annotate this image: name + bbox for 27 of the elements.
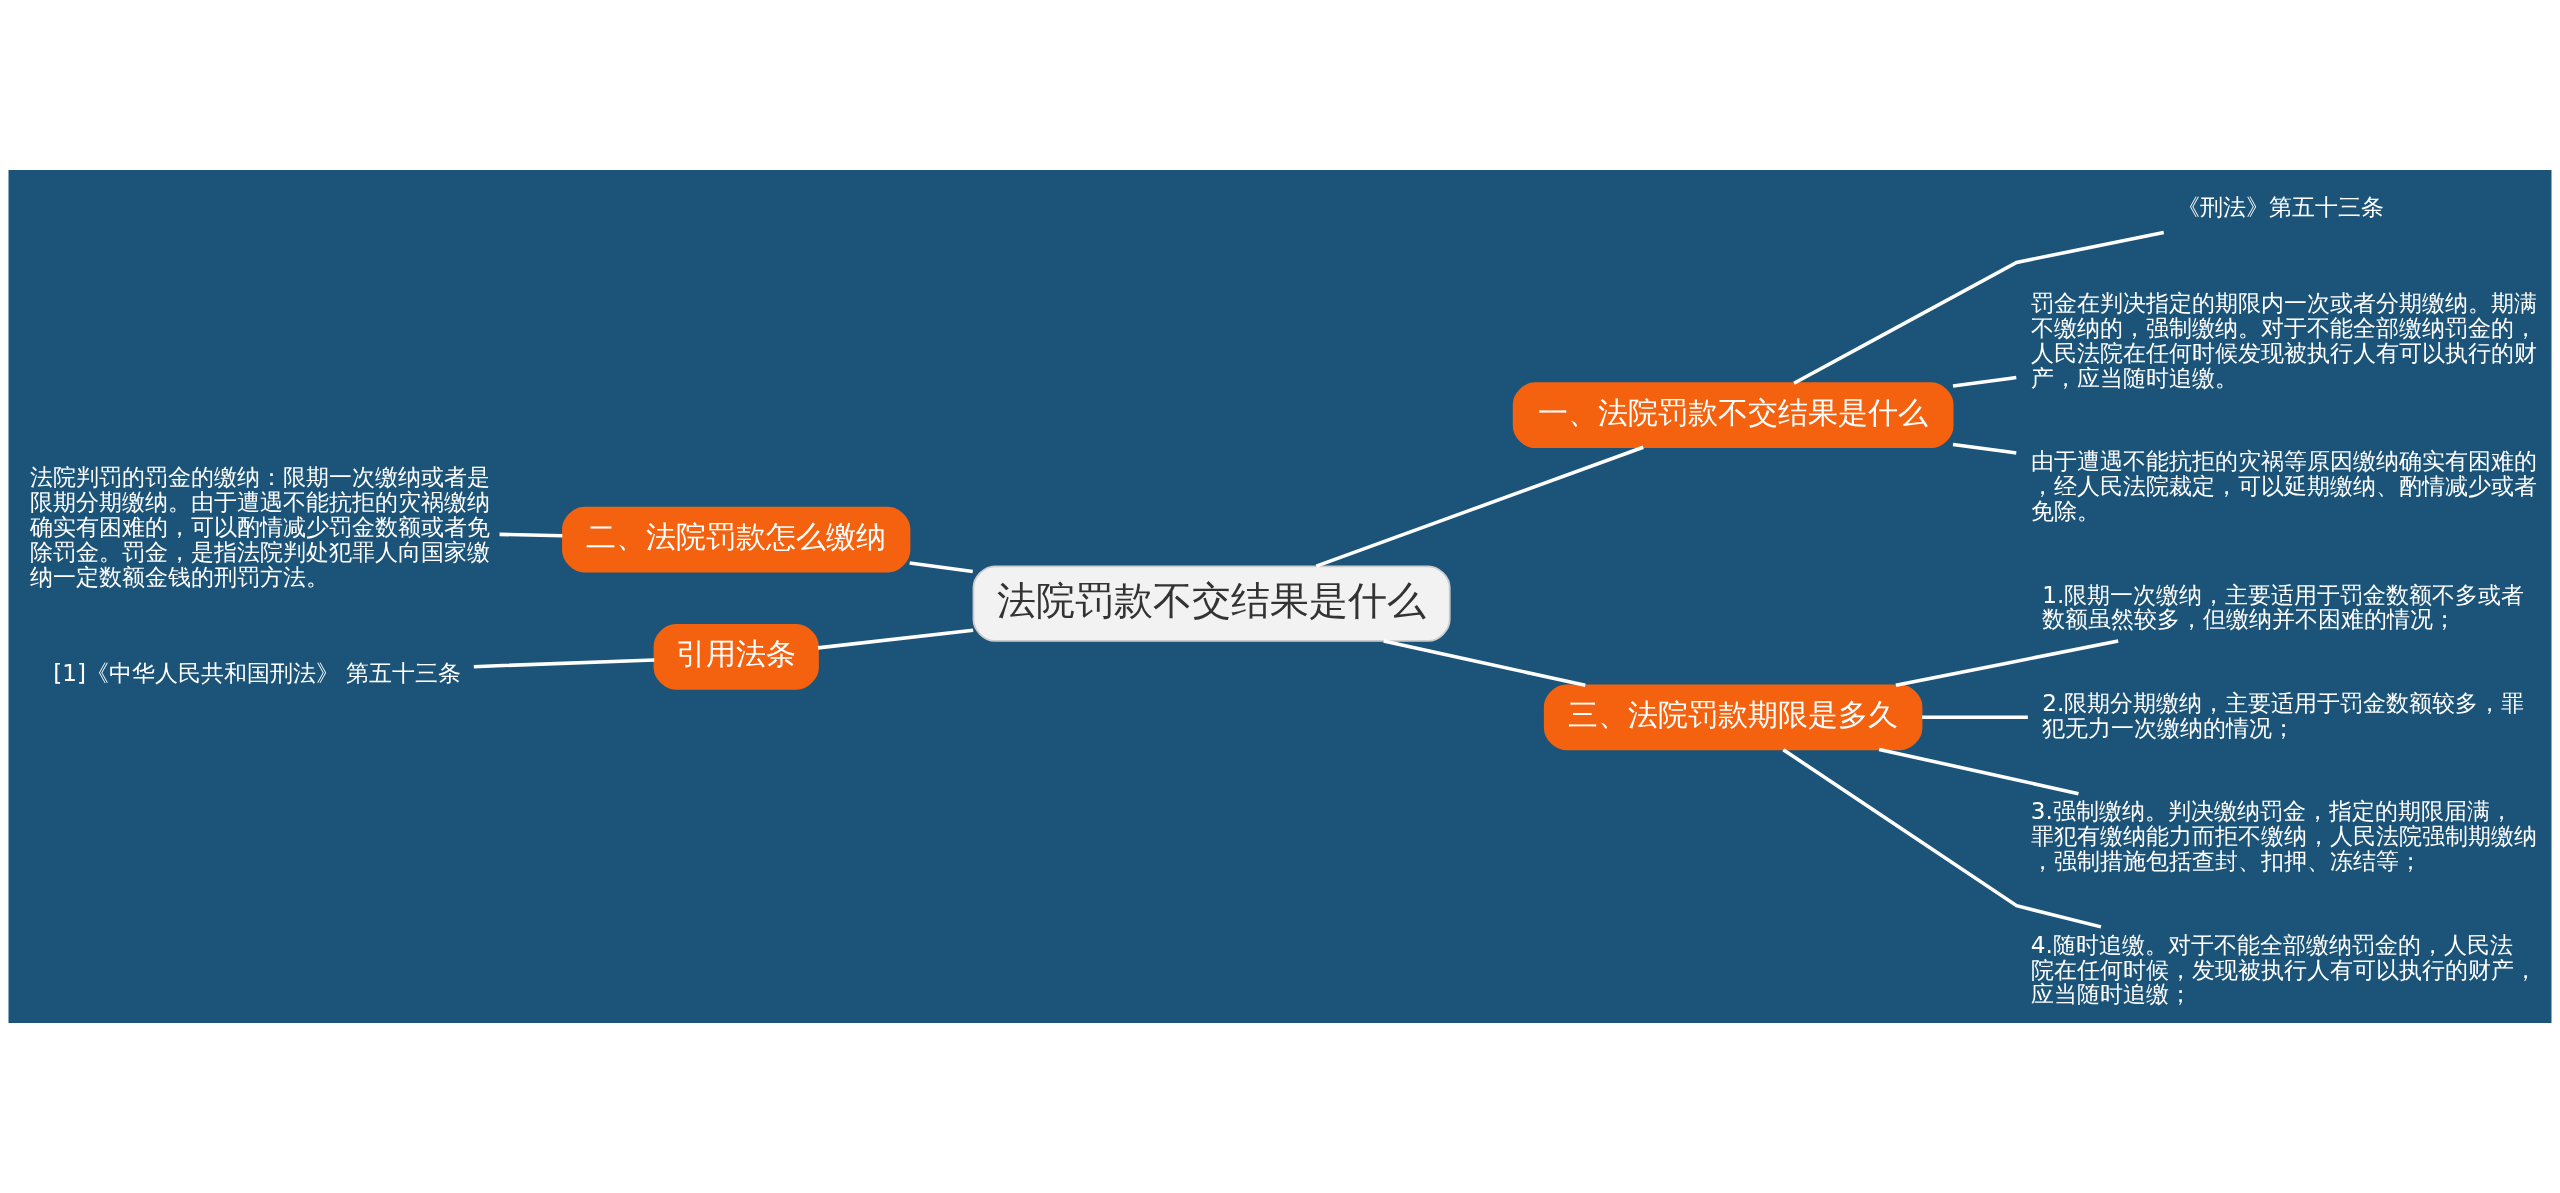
node-text: 由于遭遇不能抗拒的灾祸等原因缴纳确实有困难的，经人民法院裁定，可以延期缴纳、酌情减少或者免除。 bbox=[2030, 448, 2537, 525]
node-box: 引用法条 bbox=[653, 624, 819, 690]
connector bbox=[1952, 442, 2017, 455]
connector bbox=[499, 532, 563, 538]
node-text: [1]《中华人民共和国刑法》 第五十三条 bbox=[53, 659, 462, 686]
connector bbox=[1315, 445, 1644, 568]
node-text: 《刑法》第五十三条 bbox=[2177, 194, 2384, 221]
connector bbox=[1895, 639, 2119, 687]
connector bbox=[1782, 748, 2102, 929]
connector bbox=[1878, 747, 2079, 796]
node-text: 1.限期一次缴纳，主要适用于罚金数额不多或者数额虽然较多，但缴纳并不困难的情况； bbox=[2042, 581, 2525, 633]
node-box: 三、法院罚款期限是多久 bbox=[1543, 684, 1923, 751]
connector bbox=[1952, 375, 2017, 388]
node-text: 2.限期分期缴纳，主要适用于罚金数额较多，罪犯无力一次缴纳的情况； bbox=[2042, 689, 2525, 741]
node-text: 法院判罚的罚金的缴纳：限期一次缴纳或者是限期分期缴纳。由于遭遇不能抗拒的灾祸缴纳确实有困难的，可以酌情减少罚金数额或者免除罚金。罚金，是指法院判处犯罪人向国家缴纳一定数额金钱的刑罚方法。 bbox=[29, 464, 490, 590]
node-box: 二、法院罚款怎么缴纳 bbox=[562, 506, 911, 573]
node-text: 罚金在判决指定的期限内一次或者分期缴纳。期满不缴纳的，强制缴纳。对于不能全部缴纳罚金的，人民法院在任何时候发现被执行人有可以执行的财产，应当随时追缴。 bbox=[2030, 290, 2537, 391]
connector bbox=[1922, 715, 2028, 720]
connector bbox=[1383, 639, 1586, 687]
node-text: 4.随时追缴。对于不能全部缴纳罚金的，人民法院在任何时候，发现被执行人有可以执行的财产，应当随时追缴； bbox=[2030, 931, 2537, 1008]
node-box: 法院罚款不交结果是什么 bbox=[972, 565, 1451, 642]
node-box: 一、法院罚款不交结果是什么 bbox=[1512, 382, 1954, 449]
connector bbox=[473, 658, 655, 669]
node-text: 3.强制缴纳。判决缴纳罚金，指定的期限届满，罪犯有缴纳能力而拒不缴纳，人民法院强制期缴纳，强制措施包括查封、扣押、冻结等； bbox=[2030, 798, 2537, 875]
connector bbox=[909, 561, 973, 574]
connector bbox=[1793, 230, 2165, 385]
connector bbox=[817, 628, 974, 650]
